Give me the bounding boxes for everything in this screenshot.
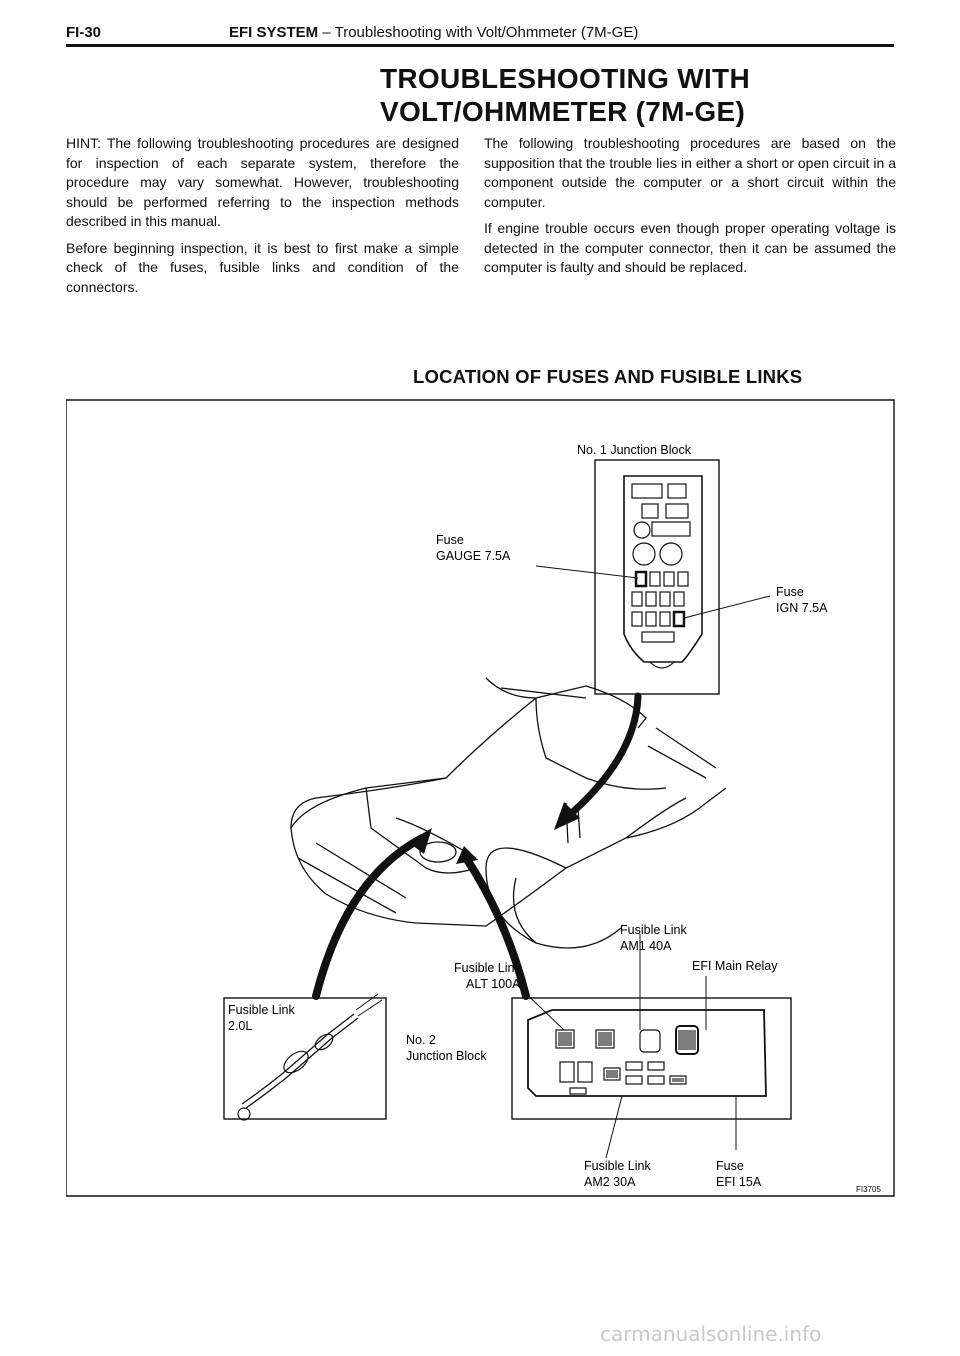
right-text-column: The following troubleshooting procedures… bbox=[484, 134, 896, 285]
label-fl-am1-1: Fusible Link bbox=[620, 923, 687, 937]
label-fl-alt-1: Fusible Link bbox=[454, 961, 521, 975]
label-fl-20-1: Fusible Link bbox=[228, 1003, 295, 1017]
label-jb2-2: Junction Block bbox=[406, 1049, 487, 1063]
label-fuse-ign-2: IGN 7.5A bbox=[776, 601, 828, 615]
title-line-1: TROUBLESHOOTING WITH bbox=[380, 63, 750, 94]
page-header: FI-30 EFI SYSTEM – Troubleshooting with … bbox=[66, 24, 894, 47]
label-efi-main-relay: EFI Main Relay bbox=[692, 959, 778, 973]
arrow-to-fusible-link-2-0l bbox=[312, 834, 426, 1000]
label-junction-block-1: No. 1 Junction Block bbox=[577, 443, 692, 457]
arrowhead-2 bbox=[408, 828, 432, 854]
page-title: TROUBLESHOOTING WITH VOLT/OHMMETER (7M-G… bbox=[380, 62, 880, 128]
label-fl-am1-2: AM1 40A bbox=[620, 939, 672, 953]
page-number: FI-30 bbox=[66, 24, 102, 41]
label-fuse-gauge-2: GAUGE 7.5A bbox=[436, 549, 511, 563]
label-fuse-ign-1: Fuse bbox=[776, 585, 804, 599]
diagram-frame bbox=[66, 399, 895, 1197]
label-fl-am2-2: AM2 30A bbox=[584, 1175, 636, 1189]
section-title: EFI SYSTEM – Troubleshooting with Volt/O… bbox=[229, 24, 638, 42]
fusible-link-2-0l-panel bbox=[223, 997, 387, 1120]
watermark: carmanualsonline.info bbox=[600, 1322, 822, 1346]
junction-block-1-panel bbox=[594, 459, 720, 695]
arrow-to-no2-junction-block bbox=[462, 854, 530, 1000]
car-illustration bbox=[290, 677, 727, 949]
junction-block-1-body bbox=[623, 475, 703, 663]
label-fuse-efi-2: EFI 15A bbox=[716, 1175, 762, 1189]
fuse-location-diagram: No. 1 Junction Block Fuse GAUGE 7.5A Fus… bbox=[66, 399, 895, 1197]
label-fuse-efi-1: Fuse bbox=[716, 1159, 744, 1173]
junction-block-2-panel bbox=[511, 997, 792, 1120]
before-inspection-paragraph: Before beginning inspection, it is best … bbox=[66, 239, 459, 295]
arrow-to-junction-block-1 bbox=[562, 692, 642, 822]
computer-faulty-paragraph: If engine trouble occurs even though pro… bbox=[484, 220, 896, 275]
label-fl-20-2: 2.0L bbox=[228, 1019, 252, 1033]
left-text-column: HINT: The following troubleshooting proc… bbox=[66, 134, 459, 304]
label-fl-alt-2: ALT 100A bbox=[466, 977, 521, 991]
arrowhead-1 bbox=[554, 802, 580, 830]
label-fuse-gauge-1: Fuse bbox=[436, 533, 464, 547]
arrowhead-3 bbox=[456, 846, 478, 864]
label-fl-am2-1: Fusible Link bbox=[584, 1159, 651, 1173]
supposition-paragraph: The following troubleshooting procedures… bbox=[484, 135, 896, 210]
section-title-bold: EFI SYSTEM bbox=[229, 24, 319, 41]
diagram-subtitle: LOCATION OF FUSES AND FUSIBLE LINKS bbox=[413, 366, 803, 387]
title-line-2: VOLT/OHMMETER (7M-GE) bbox=[380, 96, 746, 127]
label-jb2-1: No. 2 bbox=[406, 1033, 436, 1047]
hint-paragraph: HINT: The following troubleshooting proc… bbox=[66, 135, 459, 229]
figure-code: FI3705 bbox=[856, 1185, 881, 1194]
section-title-rest: – Troubleshooting with Volt/Ohmmeter (7M… bbox=[318, 24, 639, 41]
